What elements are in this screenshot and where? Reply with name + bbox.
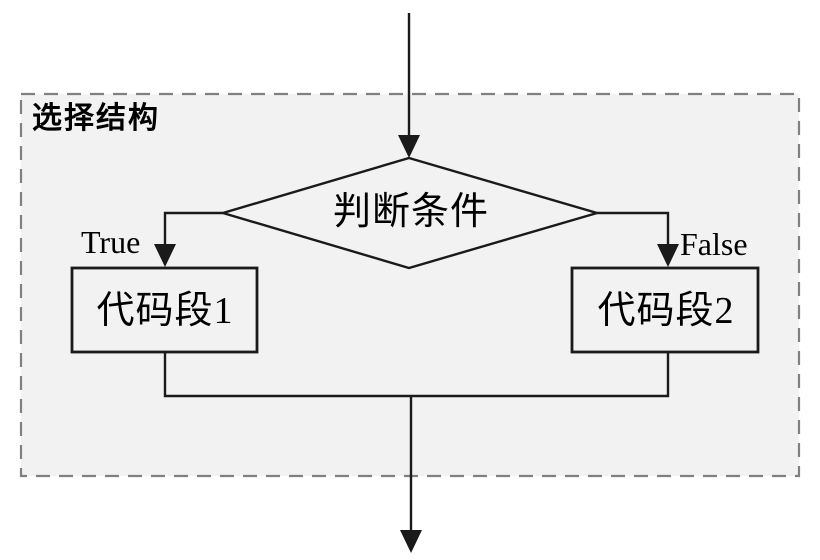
decision-label: 判断条件 [332, 191, 490, 233]
entry-arrowhead-icon [398, 135, 420, 158]
true-branch-line [163, 211, 223, 246]
false-branch-line [597, 211, 670, 246]
decision-diamond [218, 156, 602, 270]
false-branch-arrowhead-icon [657, 244, 679, 267]
false-branch-label: False [680, 226, 748, 262]
merge-line [163, 352, 670, 398]
true-branch-arrowhead-icon [154, 244, 176, 267]
code-block-2-box [570, 266, 760, 354]
code-block-2-label: 代码段2 [597, 290, 735, 332]
code-block-1-box [70, 266, 259, 354]
exit-arrowhead-icon [400, 530, 422, 553]
true-branch-label: True [81, 224, 141, 260]
container-title: 选择结构 [32, 102, 160, 135]
code-block-1-label: 代码段1 [96, 290, 234, 332]
